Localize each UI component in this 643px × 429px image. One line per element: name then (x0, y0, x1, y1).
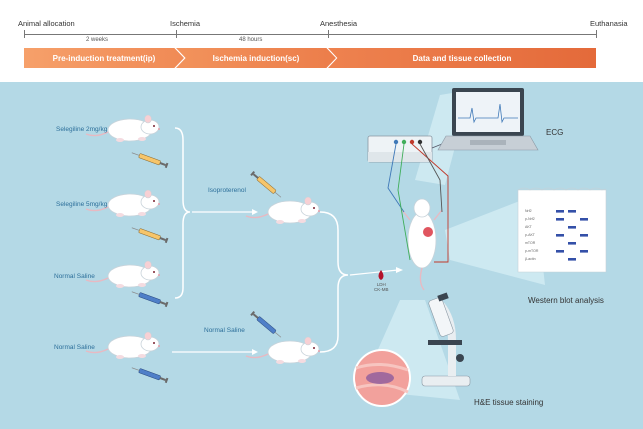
laptop-icon (437, 88, 539, 151)
biomarker-labels: LDH CK-MB (374, 282, 389, 292)
he-staining-label: H&E tissue staining (474, 398, 544, 407)
wb-row-label: p-AKT (525, 233, 535, 237)
wb-row-label: Nrf2 (525, 209, 532, 213)
arrow-line (349, 269, 399, 276)
group-brace (319, 211, 349, 353)
wb-row-label: AKT (525, 225, 532, 229)
phase-pre-induction: Pre-induction treatment(ip) (24, 48, 184, 68)
group-brace (174, 127, 191, 299)
syringe-icon (130, 288, 169, 308)
group-label: Selegiline 5mg/kg (56, 201, 108, 208)
syringe-icon (249, 170, 284, 200)
syringe-icon (249, 310, 284, 340)
he-tissue-icon (353, 349, 411, 407)
timeline-bar: Animal allocation Ischemia Anesthesia Eu… (0, 0, 643, 82)
wb-row-label: p-mTOR (525, 249, 539, 253)
duration-48-hours: 48 hours (239, 37, 263, 43)
rat-icon (245, 196, 321, 225)
syringe-icon (130, 364, 169, 384)
syringe-icon (130, 224, 169, 244)
wb-row-label: mTOR (525, 241, 536, 245)
phase-ischemia-induction: Ischemia induction(sc) (176, 48, 336, 68)
microscope-icon (421, 292, 471, 387)
duration-2-weeks: 2 weeks (86, 37, 109, 43)
rat-icon (85, 260, 161, 289)
timeline-axis (24, 34, 596, 35)
marker-ldh: LDH (376, 282, 386, 287)
rat-icon (85, 331, 161, 360)
phase-data-collection-label: Data and tissue collection (412, 53, 512, 63)
phase-pre-induction-label: Pre-induction treatment(ip) (52, 53, 156, 63)
arrow-head (252, 349, 258, 355)
western-blot-icon (517, 187, 607, 273)
arrow-head (252, 209, 258, 215)
event-euthanasia: Euthanasia (590, 19, 628, 28)
event-anesthesia: Anesthesia (320, 19, 358, 28)
syringe-icon (130, 149, 169, 169)
timeline-tick (596, 30, 597, 38)
isoproterenol-label: Isoproterenol (208, 187, 246, 194)
group-label: Normal Saline (54, 344, 95, 351)
ecg-machine-icon (367, 135, 433, 163)
wb-row-label: p-Nrf2 (525, 217, 535, 221)
timeline-tick (24, 30, 25, 38)
phase-ischemia-induction-label: Ischemia induction(sc) (212, 53, 300, 63)
rat-icon (245, 336, 321, 365)
blood-drop-icon (378, 270, 384, 280)
group-label: Selegiline 2mg/kg (56, 126, 108, 133)
experiment-rat-icon (401, 198, 443, 291)
group-label: Normal Saline (54, 273, 95, 280)
wb-row-label: β-actin (525, 257, 536, 261)
marker-ckmb: CK-MB (374, 287, 389, 292)
phase-data-collection: Data and tissue collection (328, 48, 596, 68)
event-ischemia: Ischemia (170, 19, 201, 28)
arrow-head (396, 267, 403, 273)
event-animal-allocation: Animal allocation (18, 19, 75, 28)
western-blot-label: Western blot analysis (528, 296, 604, 305)
saline-injection-label: Normal Saline (204, 327, 245, 334)
ecg-label: ECG (546, 128, 564, 137)
timeline-tick (328, 30, 329, 38)
timeline-tick (176, 30, 177, 38)
